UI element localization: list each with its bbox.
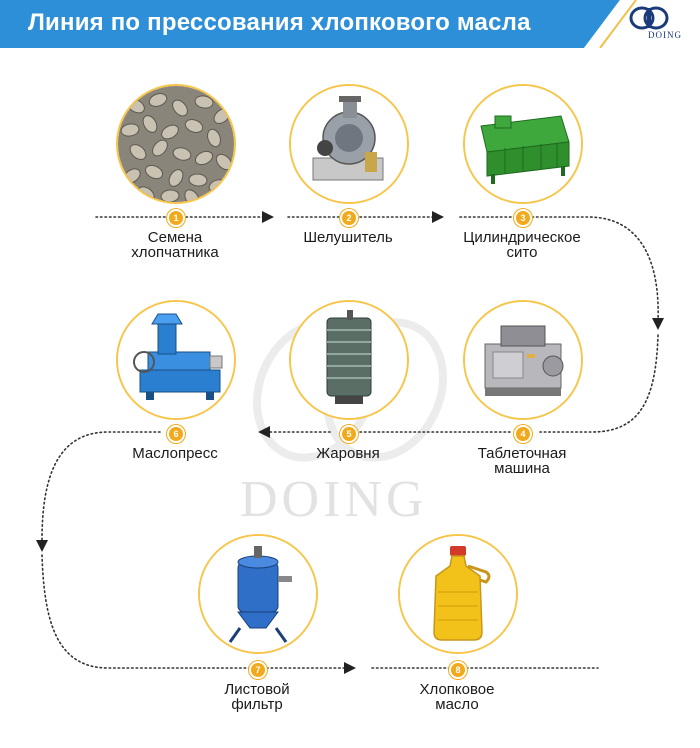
header-banner (0, 0, 700, 48)
cotton-seeds-icon (118, 86, 234, 202)
arrow-head-1 (262, 211, 274, 223)
watermark-text: DOING (240, 471, 428, 528)
step-5-circle (289, 300, 409, 420)
step-7-badge: 7 (249, 661, 267, 679)
step-8-label: Хлопковое масло (419, 681, 495, 713)
step-6-badge: 6 (167, 425, 185, 443)
huller-machine-icon (291, 86, 407, 202)
step-5-label: Жаровня (316, 445, 380, 462)
step-1-circle (116, 84, 236, 204)
step-8-badge: 8 (449, 661, 467, 679)
step-3-circle (463, 84, 583, 204)
step-6-circle (116, 300, 236, 420)
step-8-circle (398, 534, 518, 654)
page-title: Линия по прессования хлопкового масла (28, 9, 531, 36)
step-5-badge: 5 (340, 425, 358, 443)
oil-press-icon (118, 302, 234, 418)
step-7-label: Листовой фильтр (224, 681, 290, 713)
logo-text: DOING (648, 30, 682, 40)
arrow-head-6 (344, 662, 356, 674)
step-1-label: Семена хлопчатника (131, 229, 219, 261)
doing-logo-icon (629, 6, 669, 30)
arrow-head-5 (36, 540, 48, 552)
flow-line-3 (459, 216, 659, 321)
step-6-label: Маслопресс (132, 445, 218, 462)
step-3-label: Цилиндрическое сито (463, 229, 581, 261)
step-7-circle (198, 534, 318, 654)
step-2-label: Шелушитель (303, 229, 393, 246)
arrow-head-3 (652, 318, 664, 330)
step-4-badge: 4 (514, 425, 532, 443)
logo: DOING (600, 0, 700, 48)
step-2-circle (289, 84, 409, 204)
arrow-head-4 (258, 426, 270, 438)
step-4-circle (463, 300, 583, 420)
leaf-filter-icon (200, 536, 316, 652)
step-4-label: Таблеточная машина (477, 445, 567, 477)
step-3-badge: 3 (514, 209, 532, 227)
cooker-tower-icon (291, 302, 407, 418)
oil-bottle-icon (400, 536, 516, 652)
arrow-head-2 (432, 211, 444, 223)
flow-line-7 (41, 431, 161, 541)
step-1-badge: 1 (167, 209, 185, 227)
header: Линия по прессования хлопкового масла DO… (0, 0, 700, 48)
flow-line-8 (41, 554, 349, 669)
cylinder-sieve-icon (465, 86, 581, 202)
flow-line-4 (539, 334, 659, 433)
step-2-badge: 2 (340, 209, 358, 227)
flaking-machine-icon (465, 302, 581, 418)
